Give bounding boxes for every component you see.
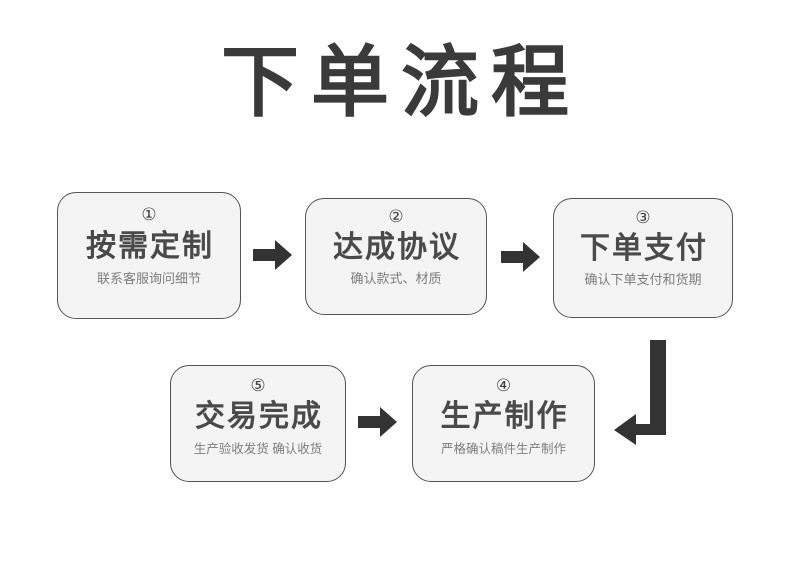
step-title-3: 下单支付 [580, 232, 708, 265]
arrow-right-icon-step1-step2 [253, 238, 293, 272]
arrow-right-icon-step2-step3 [501, 240, 541, 274]
step-subtitle-3: 确认下单支付和货期 [584, 272, 702, 287]
step-title-2: 达成协议 [333, 231, 461, 264]
step-subtitle-2: 确认款式、材质 [350, 271, 442, 286]
process-step-card-3: ③ 下单支付 确认下单支付和货期 [553, 198, 733, 318]
step-subtitle-1: 联系客服询问细节 [96, 271, 201, 286]
step-title-5: 交易完成 [195, 400, 323, 433]
step-number-badge-4: ④ [495, 376, 512, 396]
step-subtitle-4: 严格确认稿件生产制作 [440, 442, 566, 456]
arrow-right-icon-step4-step5 [358, 405, 398, 439]
arrow-elbow-down-left-icon-step3-step4 [614, 340, 680, 445]
process-step-card-4: ④ 生产制作 严格确认稿件生产制作 [412, 365, 595, 482]
step-number-badge-3: ③ [635, 208, 651, 228]
page-title: 下单流程 [220, 38, 581, 126]
process-step-card-2: ② 达成协议 确认款式、材质 [305, 198, 487, 315]
process-step-card-1: ① 按需定制 联系客服询问细节 [57, 192, 241, 319]
process-step-card-5: ⑤ 交易完成 生产验收发货 确认收货 [170, 365, 346, 482]
step-number-badge-1: ① [141, 205, 157, 225]
step-number-badge-2: ② [388, 207, 404, 227]
step-title-4: 生产制作 [440, 400, 569, 433]
step-subtitle-5: 生产验收发货 确认收货 [193, 442, 323, 456]
step-title-1: 按需定制 [86, 230, 214, 263]
step-number-badge-5: ⑤ [250, 376, 266, 396]
